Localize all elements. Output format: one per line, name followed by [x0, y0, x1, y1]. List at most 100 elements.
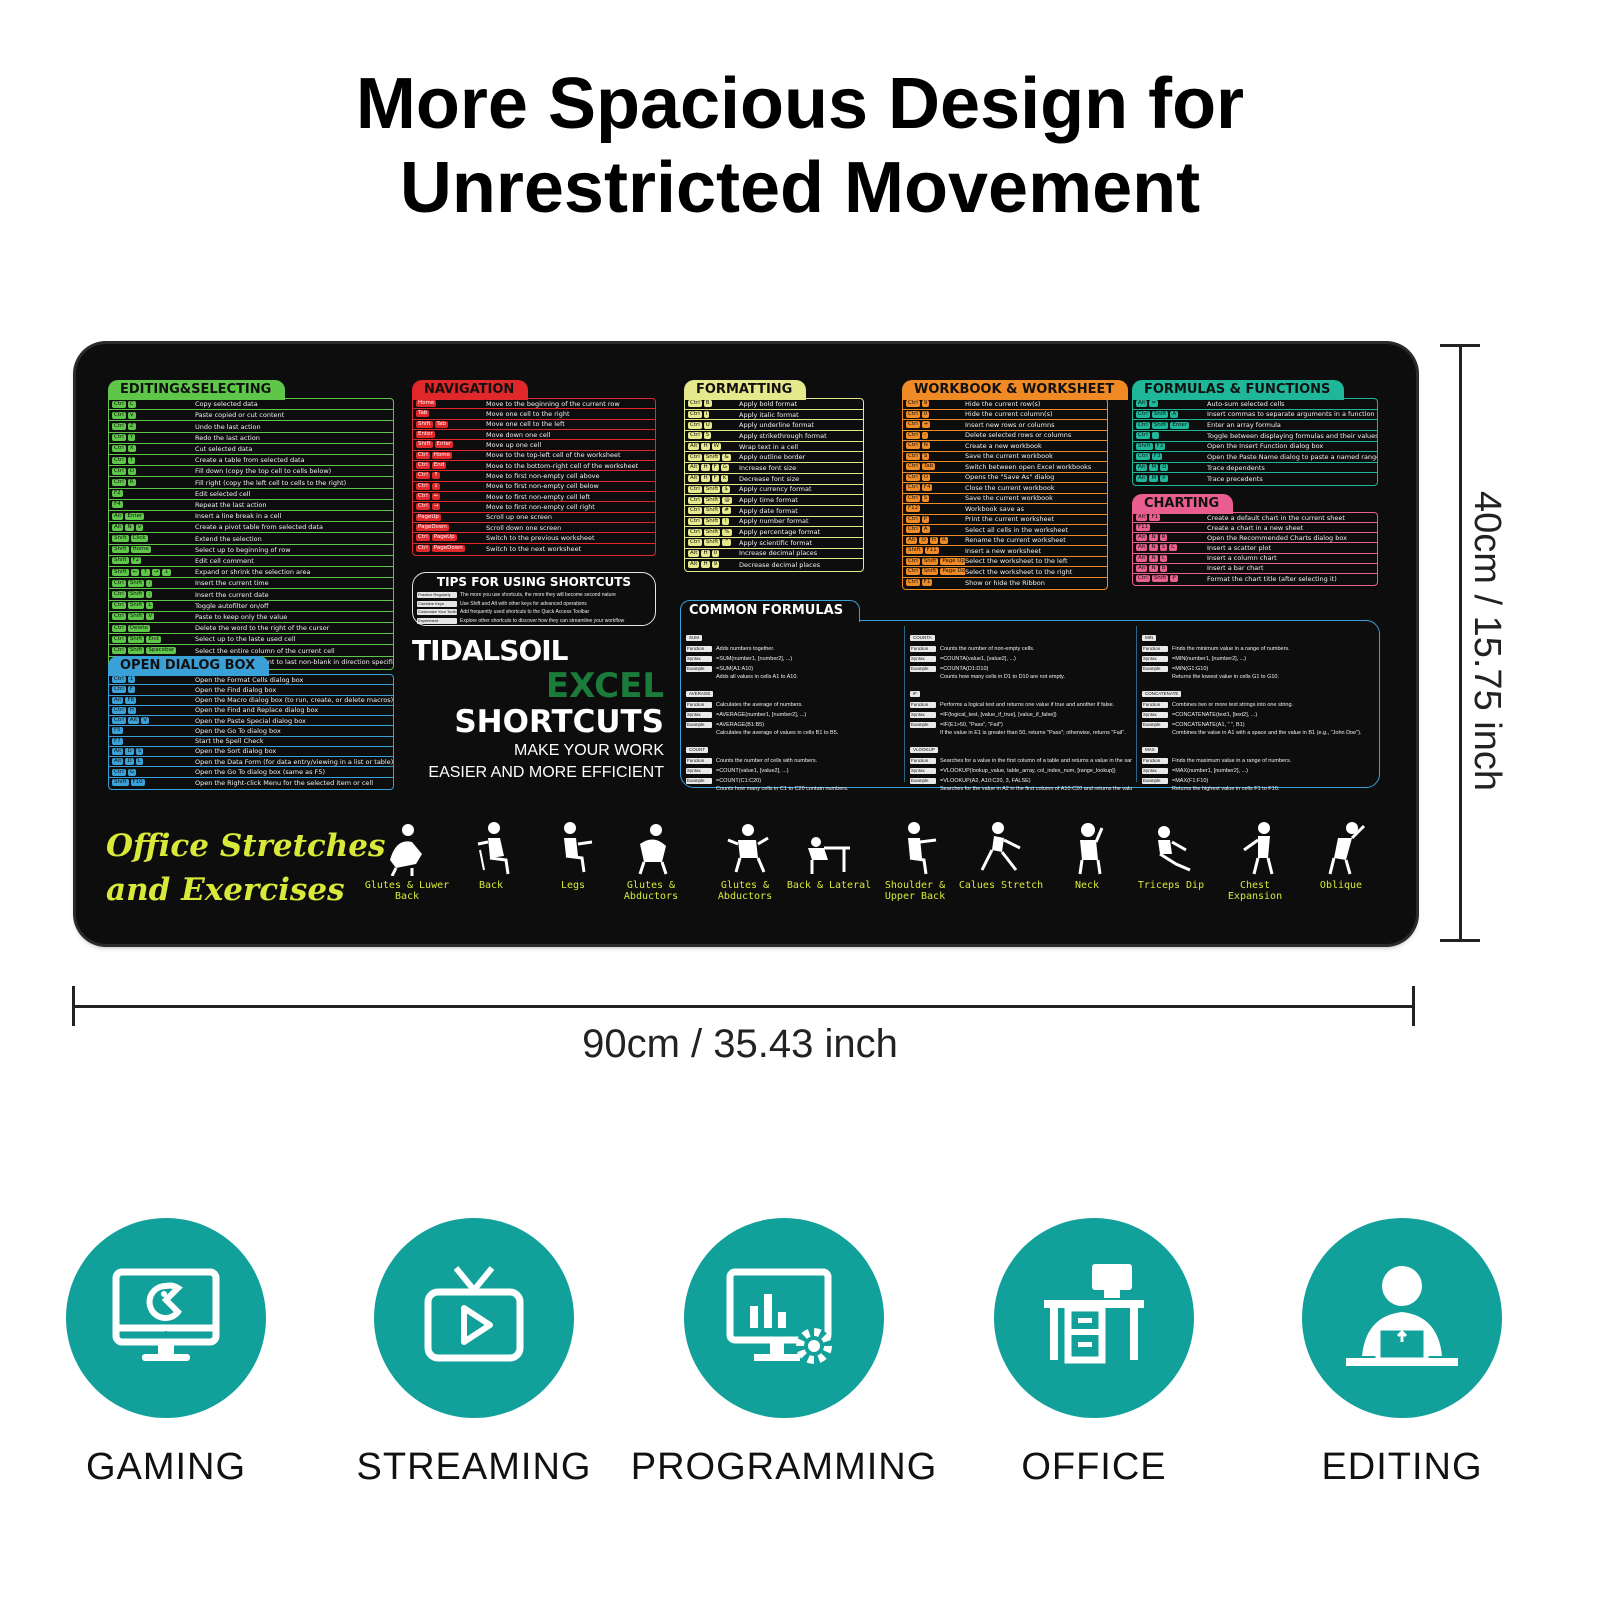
- shortcut-row: Ctrl→Move to first non-empty cell right: [413, 502, 655, 513]
- key-cap: Ctrl: [112, 411, 126, 419]
- key-cap: F10: [130, 779, 145, 787]
- formula-name: MIN: [1142, 635, 1157, 641]
- key-cap: Shift: [112, 568, 129, 576]
- formula-function: Counts the number of cells with numbers.: [716, 758, 818, 764]
- common-formulas-title: COMMON FORMULAS: [680, 600, 861, 622]
- editing-panel-title: EDITING&SELECTING: [108, 380, 286, 400]
- key-cap: Ctrl: [906, 442, 920, 450]
- key-cap: 1: [127, 676, 136, 684]
- shortcut-description: Fill down (copy the top cell to cells be…: [195, 467, 332, 476]
- formula-syntax: =COUNTA(value1, [value2], ...): [940, 656, 1016, 662]
- shortcut-description: Switch to the next worksheet: [486, 544, 582, 553]
- formula-example-label: Example: [686, 778, 712, 784]
- shortcut-description: Apply outline border: [739, 453, 806, 462]
- headline-line-2: Unrestricted Movement: [399, 148, 1201, 228]
- width-dimension-cap-right: [1412, 986, 1415, 1026]
- key-cap: F4: [112, 501, 123, 509]
- key-cap: Enter: [125, 512, 145, 520]
- key-cap: Ctrl: [906, 431, 920, 439]
- shortcut-description: Rename the current worksheet: [965, 536, 1066, 545]
- tips-title: TIPS FOR USING SHORTCUTS: [436, 575, 632, 589]
- key-cap: Ctrl: [112, 467, 126, 475]
- shortcut-description: Select the entire column of the current …: [195, 646, 335, 655]
- key-cap: P: [921, 515, 930, 523]
- width-dimension-label: 90cm / 35.43 inch: [582, 1022, 898, 1066]
- key-cap: Ctrl: [906, 400, 920, 408]
- key-cap: Delete: [127, 624, 150, 632]
- key-cap: V: [127, 411, 136, 419]
- stretch-label: Oblique: [1319, 880, 1363, 891]
- key-cap: `: [1151, 432, 1159, 440]
- key-cap: Shift: [416, 420, 433, 428]
- key-cap: L: [135, 758, 143, 766]
- use-case-circle: [374, 1218, 574, 1418]
- key-cap: V: [146, 613, 155, 621]
- key-cap: Ctrl: [112, 768, 126, 776]
- key-cap: K: [720, 475, 729, 483]
- formula-function-label: Function: [1142, 646, 1168, 652]
- key-cap: ;: [146, 591, 153, 599]
- shortcut-description: Apply scientific format: [739, 538, 813, 547]
- formula-example-line: Example=COUNT(C1:C20): [686, 776, 908, 786]
- key-cap: Ctrl: [688, 421, 702, 429]
- key-cap: H: [127, 706, 136, 714]
- shortcut-keys: Ctrl`: [1133, 432, 1207, 440]
- key-cap: Ctrl: [688, 400, 702, 408]
- stretch-item: Neck: [1042, 820, 1132, 910]
- stretch-item: Oblique: [1296, 820, 1386, 910]
- formula-function-label: Function: [686, 702, 712, 708]
- stretch-label: Neck: [1074, 880, 1100, 891]
- formula-example: =COUNTA(D1:D10): [940, 666, 989, 672]
- shortcut-description: Paste to keep only the value: [195, 612, 288, 621]
- shortcut-description: Show or hide the Ribbon: [965, 578, 1045, 587]
- key-cap: Ctrl: [112, 676, 126, 684]
- shortcut-description: Print the current worksheet: [965, 515, 1055, 524]
- shortcut-description: Move to first non-empty cell below: [486, 482, 599, 491]
- formula-syntax: =MIN(number1, [number2], ...): [1172, 656, 1247, 662]
- formula-note: Searches for the value in A2 in the firs…: [940, 786, 1132, 792]
- formula-example: =SUM(A1:A10): [716, 666, 754, 672]
- key-cap: 9: [921, 400, 930, 408]
- shortcut-description: Hide the current row(s): [965, 399, 1041, 408]
- shortcut-description: Switch to the previous worksheet: [486, 533, 595, 542]
- key-cap: 9: [711, 561, 720, 569]
- key-cap: PageUp: [416, 513, 441, 521]
- shortcut-description: Select the worksheet to the right: [965, 567, 1073, 576]
- stretch-item: Glutes & Abductors: [606, 820, 696, 910]
- key-cap: X: [127, 445, 136, 453]
- shortcut-keys: PageUp: [413, 513, 486, 521]
- formula-note: Adds all values in cells A1 to A10.: [716, 674, 798, 680]
